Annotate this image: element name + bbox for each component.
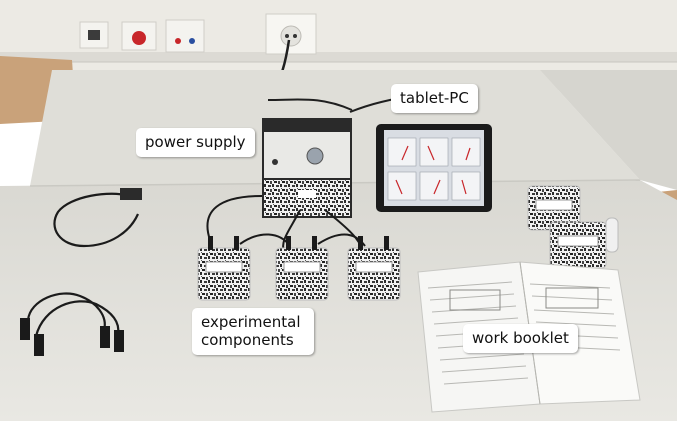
emergency-stop-button xyxy=(121,21,157,51)
wall-outlet-lab-jacks xyxy=(165,19,205,53)
callout-experimental-components: experimental components xyxy=(192,308,314,355)
tablet-pc-device xyxy=(376,124,492,212)
power-supply-device xyxy=(262,118,352,218)
callout-power-supply: power supply xyxy=(136,128,255,157)
spare-component-2 xyxy=(549,221,607,269)
callout-tablet-pc: tablet-PC xyxy=(391,84,478,113)
experimental-component-3 xyxy=(347,236,401,301)
cable-spool xyxy=(605,217,619,253)
wall-rail xyxy=(0,52,677,62)
wall-power-socket xyxy=(265,13,317,55)
wall-outlet-network xyxy=(79,21,109,49)
usb-cable xyxy=(53,188,142,248)
desk-right-edge xyxy=(540,70,677,190)
experimental-component-1 xyxy=(197,236,251,301)
callout-work-booklet: work booklet xyxy=(463,324,578,353)
banana-plug-cables xyxy=(20,292,124,356)
experimental-component-2 xyxy=(275,236,329,301)
